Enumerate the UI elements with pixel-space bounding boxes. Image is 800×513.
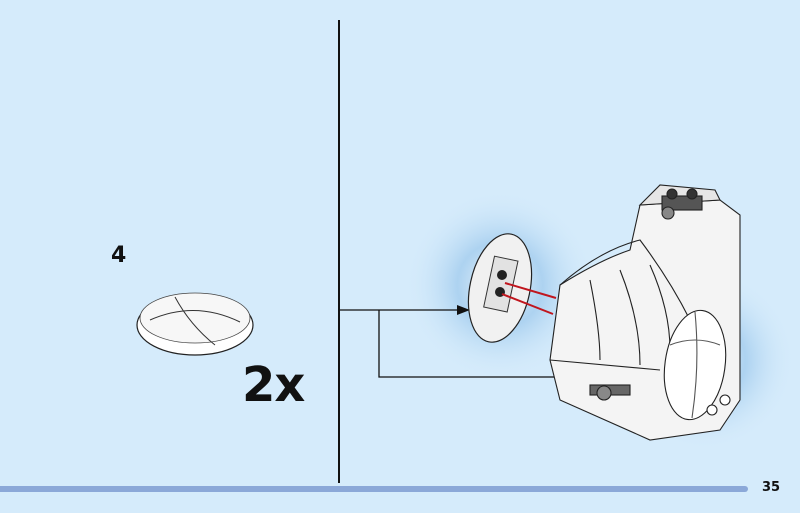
part-quantity: 2x [242,357,305,413]
model-assembly [549,184,741,441]
step-number: 4 [111,243,127,268]
dome-tile-icon [136,292,254,356]
step-divider-line [338,20,340,483]
round-plate-part [467,233,533,343]
footer-bar [0,486,748,492]
arrow-head-icon [457,305,470,315]
page-number: 35 [762,480,781,495]
red-alignment-arrows [501,282,557,315]
